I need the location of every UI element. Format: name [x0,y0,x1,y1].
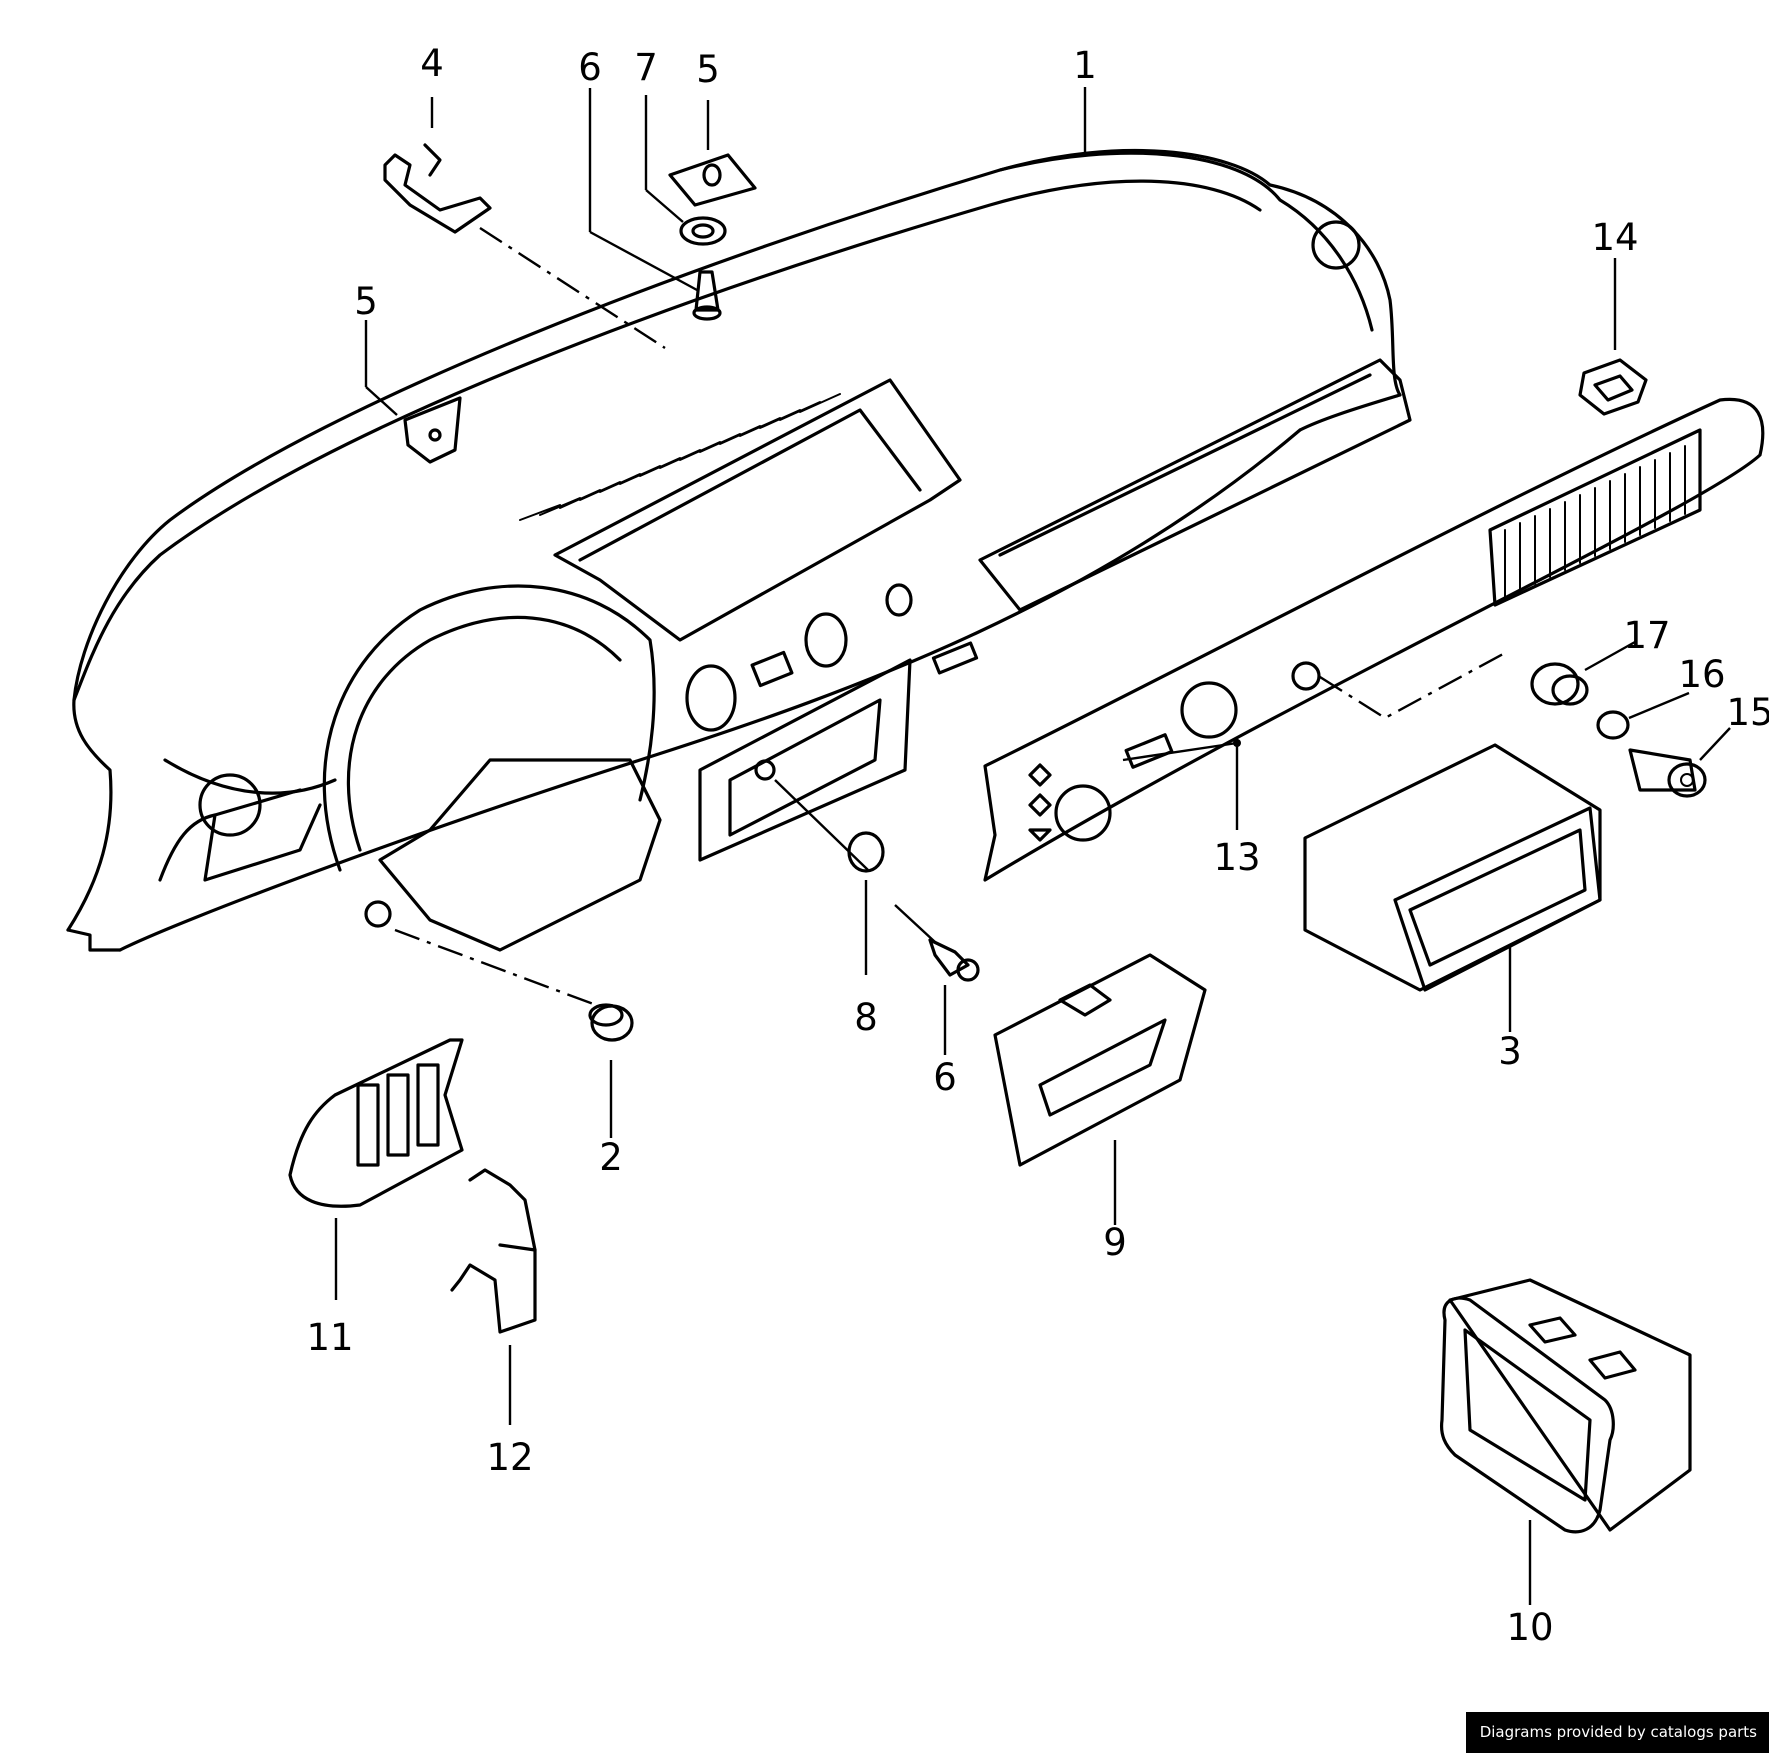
screw-part-6-lower [928,938,980,982]
lock-cylinder-part-15 [1628,748,1707,798]
grommet-part-8 [847,831,885,873]
callout-9: 9 [1103,1221,1127,1264]
callout-6-top: 6 [578,46,602,89]
bushing-part-16 [1596,710,1630,740]
callout-3: 3 [1498,1030,1522,1073]
callout-17: 17 [1623,614,1670,657]
callout-1: 1 [1073,44,1097,87]
nut-part-14 [1578,358,1648,416]
dashboard-panel [66,148,1412,952]
callout-labels: 1 2 3 4 5 5 6 6 7 8 9 10 11 12 13 14 15 … [306,42,1769,1649]
attribution-badge: Diagrams provided by catalogs parts [1465,1712,1769,1753]
callout-15: 15 [1726,691,1769,734]
ashtray-part-9 [993,953,1207,1167]
callout-5-left: 5 [354,280,378,323]
tray-part-3 [1303,743,1602,992]
callout-8: 8 [854,996,878,1039]
callout-12: 12 [486,1436,533,1479]
clip-part-12 [450,1168,537,1334]
callout-7: 7 [634,46,658,89]
callout-2: 2 [599,1136,623,1179]
callout-5-top: 5 [696,48,720,91]
leader-lines [334,87,1731,1605]
nut-part-5-top [668,153,757,207]
screw-part-6-top [692,270,722,321]
clip-part-5-left [403,396,462,464]
washer-part-7 [679,216,727,246]
callout-11: 11 [306,1316,353,1359]
callout-4: 4 [420,42,444,85]
cap-part-2 [588,1003,634,1042]
callout-14: 14 [1591,216,1638,259]
assembly-lines [394,226,1504,1007]
callout-13: 13 [1213,836,1260,879]
vent-part-11 [288,1038,464,1208]
bezel-box-part-10 [1439,1278,1692,1534]
callout-16: 16 [1678,653,1725,696]
grommet-part-17 [1530,662,1589,706]
switch-panel [983,397,1765,882]
callout-10: 10 [1506,1606,1553,1649]
clip-part-4 [383,143,492,234]
callout-6-lower: 6 [933,1056,957,1099]
